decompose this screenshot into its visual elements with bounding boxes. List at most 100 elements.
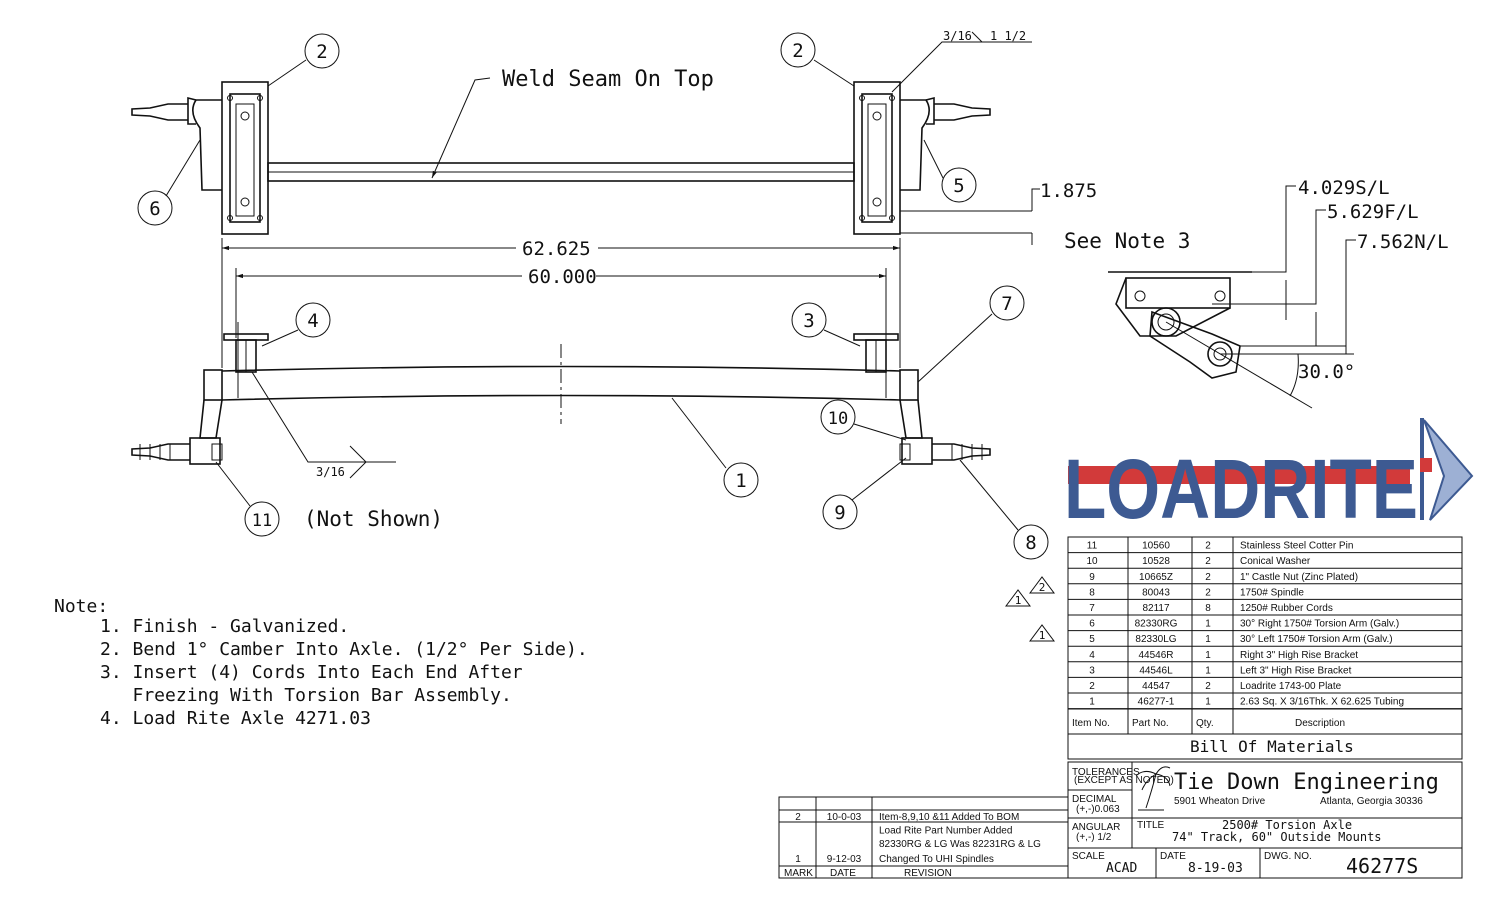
decimal-value: (+,-)0.063: [1076, 804, 1120, 815]
bom-cell-qty: 2: [1205, 587, 1211, 598]
front-right-bracket: [853, 322, 899, 398]
balloon-7: 7: [1001, 293, 1012, 315]
bom-cell-desc: 1" Castle Nut (Zinc Plated): [1240, 572, 1358, 583]
decimal-label: DECIMAL: [1072, 794, 1117, 805]
arm-angle: 30.0°: [1298, 361, 1355, 383]
balloon-2-left: 2: [316, 41, 327, 63]
bom-title: Bill Of Materials: [1190, 737, 1354, 756]
company-name: Tie Down Engineering: [1174, 770, 1439, 795]
rev-header-revision: REVISION: [904, 868, 952, 879]
bom-cell-part: 44547: [1142, 681, 1170, 692]
company-city: Atlanta, Georgia 30336: [1320, 796, 1423, 807]
balloon-5: 5: [953, 175, 964, 197]
bom-header-qty: Qty.: [1196, 718, 1214, 729]
bom-cell-part: 10665Z: [1139, 572, 1173, 583]
bom-cell-qty: 1: [1205, 665, 1211, 676]
balloons: 2 2 6 5 4 3 7 10 1 9 11 8: [137, 32, 1049, 560]
bom-cell-part: 80043: [1142, 587, 1170, 598]
arm-dimension-nl: 7.562N/L: [1357, 231, 1449, 253]
arm-dimension-sl: 4.029S/L: [1298, 177, 1390, 199]
bom-cell-qty: 1: [1205, 634, 1211, 645]
balloon-1: 1: [735, 470, 746, 492]
bom-cell-part: 82330LG: [1135, 634, 1176, 645]
arm-dimension-fl: 5.629F/L: [1327, 201, 1419, 223]
note-3: 3. Insert (4) Cords Into Each End After: [100, 662, 523, 683]
bom-cell-desc: Conical Washer: [1240, 556, 1311, 567]
note-1: 1. Finish - Galvanized.: [100, 616, 349, 637]
scale-label: SCALE: [1072, 851, 1105, 862]
not-shown-callout: (Not Shown): [304, 507, 443, 531]
date-label: DATE: [1160, 851, 1186, 862]
weld-symbol-size: 3/16: [943, 29, 972, 43]
rev-text: Item-8,9,10 &11 Added To BOM: [879, 812, 1019, 823]
dwg-label: DWG. NO.: [1264, 851, 1312, 862]
title-label: TITLE: [1137, 820, 1165, 831]
bom-cell-part: 82330RG: [1135, 619, 1178, 630]
bom-cell-item: 7: [1089, 603, 1095, 614]
note-2: 2. Bend 1° Camber Into Axle. (1/2° Per S…: [100, 639, 588, 660]
top-left-arm: [131, 96, 222, 191]
bom-cell-part: 10560: [1142, 541, 1170, 552]
title-line-1: 2500# Torsion Axle: [1222, 818, 1352, 832]
bom-cell-qty: 1: [1205, 697, 1211, 708]
balloon-6: 6: [149, 198, 160, 220]
bom-cell-desc: Right 3" High Rise Bracket: [1240, 650, 1358, 661]
bom-cell-desc: 1250# Rubber Cords: [1240, 603, 1333, 614]
bom-cell-item: 11: [1087, 541, 1098, 552]
drop-dimension: 1.875: [1040, 180, 1097, 202]
top-right-arm: [900, 96, 991, 191]
bom-cell-part: 82117: [1142, 603, 1170, 614]
bom-cell-item: 6: [1089, 619, 1095, 630]
title-line-2: 74" Track, 60" Outside Mounts: [1172, 830, 1382, 844]
note-4: 4. Load Rite Axle 4271.03: [100, 708, 371, 729]
bom-cell-qty: 2: [1205, 681, 1211, 692]
rev-mark: 1: [795, 854, 801, 865]
balloon-11: 11: [252, 511, 272, 531]
bom-cell-qty: 2: [1205, 556, 1211, 567]
balloon-4: 4: [307, 310, 318, 332]
bom-cell-qty: 2: [1205, 541, 1211, 552]
front-axle-tube: [221, 365, 901, 372]
tolerances-sub: (EXCEPT AS NOTED): [1074, 775, 1174, 786]
bom-cell-item: 8: [1089, 587, 1095, 598]
bom-cell-qty: 1: [1205, 650, 1211, 661]
weld-seam-callout: Weld Seam On Top: [502, 67, 714, 92]
bom-cell-desc: 30° Right 1750# Torsion Arm (Galv.): [1240, 619, 1399, 630]
front-right-arm: [899, 369, 991, 465]
bom-cell-desc: Loadrite 1743-00 Plate: [1240, 681, 1342, 692]
bom-cell-qty: 8: [1205, 603, 1211, 614]
front-view: 3/16 (Not Shown): [131, 322, 991, 531]
rev-flag-b: 2: [1039, 581, 1046, 594]
rev-header-mark: MARK: [784, 868, 813, 879]
weld-symbol-bottom: 3/16: [316, 465, 345, 479]
front-left-arm: [131, 369, 223, 465]
logo-text: LOADRITE: [1064, 442, 1418, 536]
inside-length: 60.000: [528, 266, 597, 288]
bom-cell-qty: 1: [1205, 619, 1211, 630]
balloon-8: 8: [1025, 532, 1036, 554]
top-right-bracket: [853, 81, 901, 235]
bom-header-desc: Description: [1295, 718, 1345, 729]
loadrite-logo: LOADRITE: [1064, 418, 1474, 536]
rev-text: Changed To UHI Spindles: [879, 854, 994, 865]
bom-cell-item: 1: [1089, 697, 1095, 708]
bom-cell-part: 44546R: [1138, 650, 1173, 661]
bom-cell-item: 9: [1089, 572, 1095, 583]
title-block: TOLERANCES (EXCEPT AS NOTED) DECIMAL (+,…: [1067, 761, 1463, 879]
bom-cell-desc: Stainless Steel Cotter Pin: [1240, 541, 1353, 552]
balloon-2-right: 2: [792, 40, 803, 62]
bom-header-item: Item No.: [1072, 718, 1110, 729]
weld-symbol-length: 1 1/2: [990, 29, 1026, 43]
side-view: 4.029S/L 5.629F/L 7.562N/L 30.0°: [1108, 177, 1449, 409]
bom-cell-qty: 2: [1205, 572, 1211, 583]
tolerances-label: TOLERANCES: [1072, 767, 1140, 778]
overall-length: 62.625: [522, 238, 591, 260]
bom-cell-desc: 1750# Spindle: [1240, 587, 1304, 598]
bom-cell-item: 2: [1089, 681, 1095, 692]
balloon-3: 3: [803, 310, 814, 332]
palm-tree-icon: [1135, 766, 1171, 811]
notes-heading: Note:: [54, 596, 108, 617]
bom-cell-item: 5: [1089, 634, 1095, 645]
rev-flag-c: 1: [1039, 629, 1046, 642]
